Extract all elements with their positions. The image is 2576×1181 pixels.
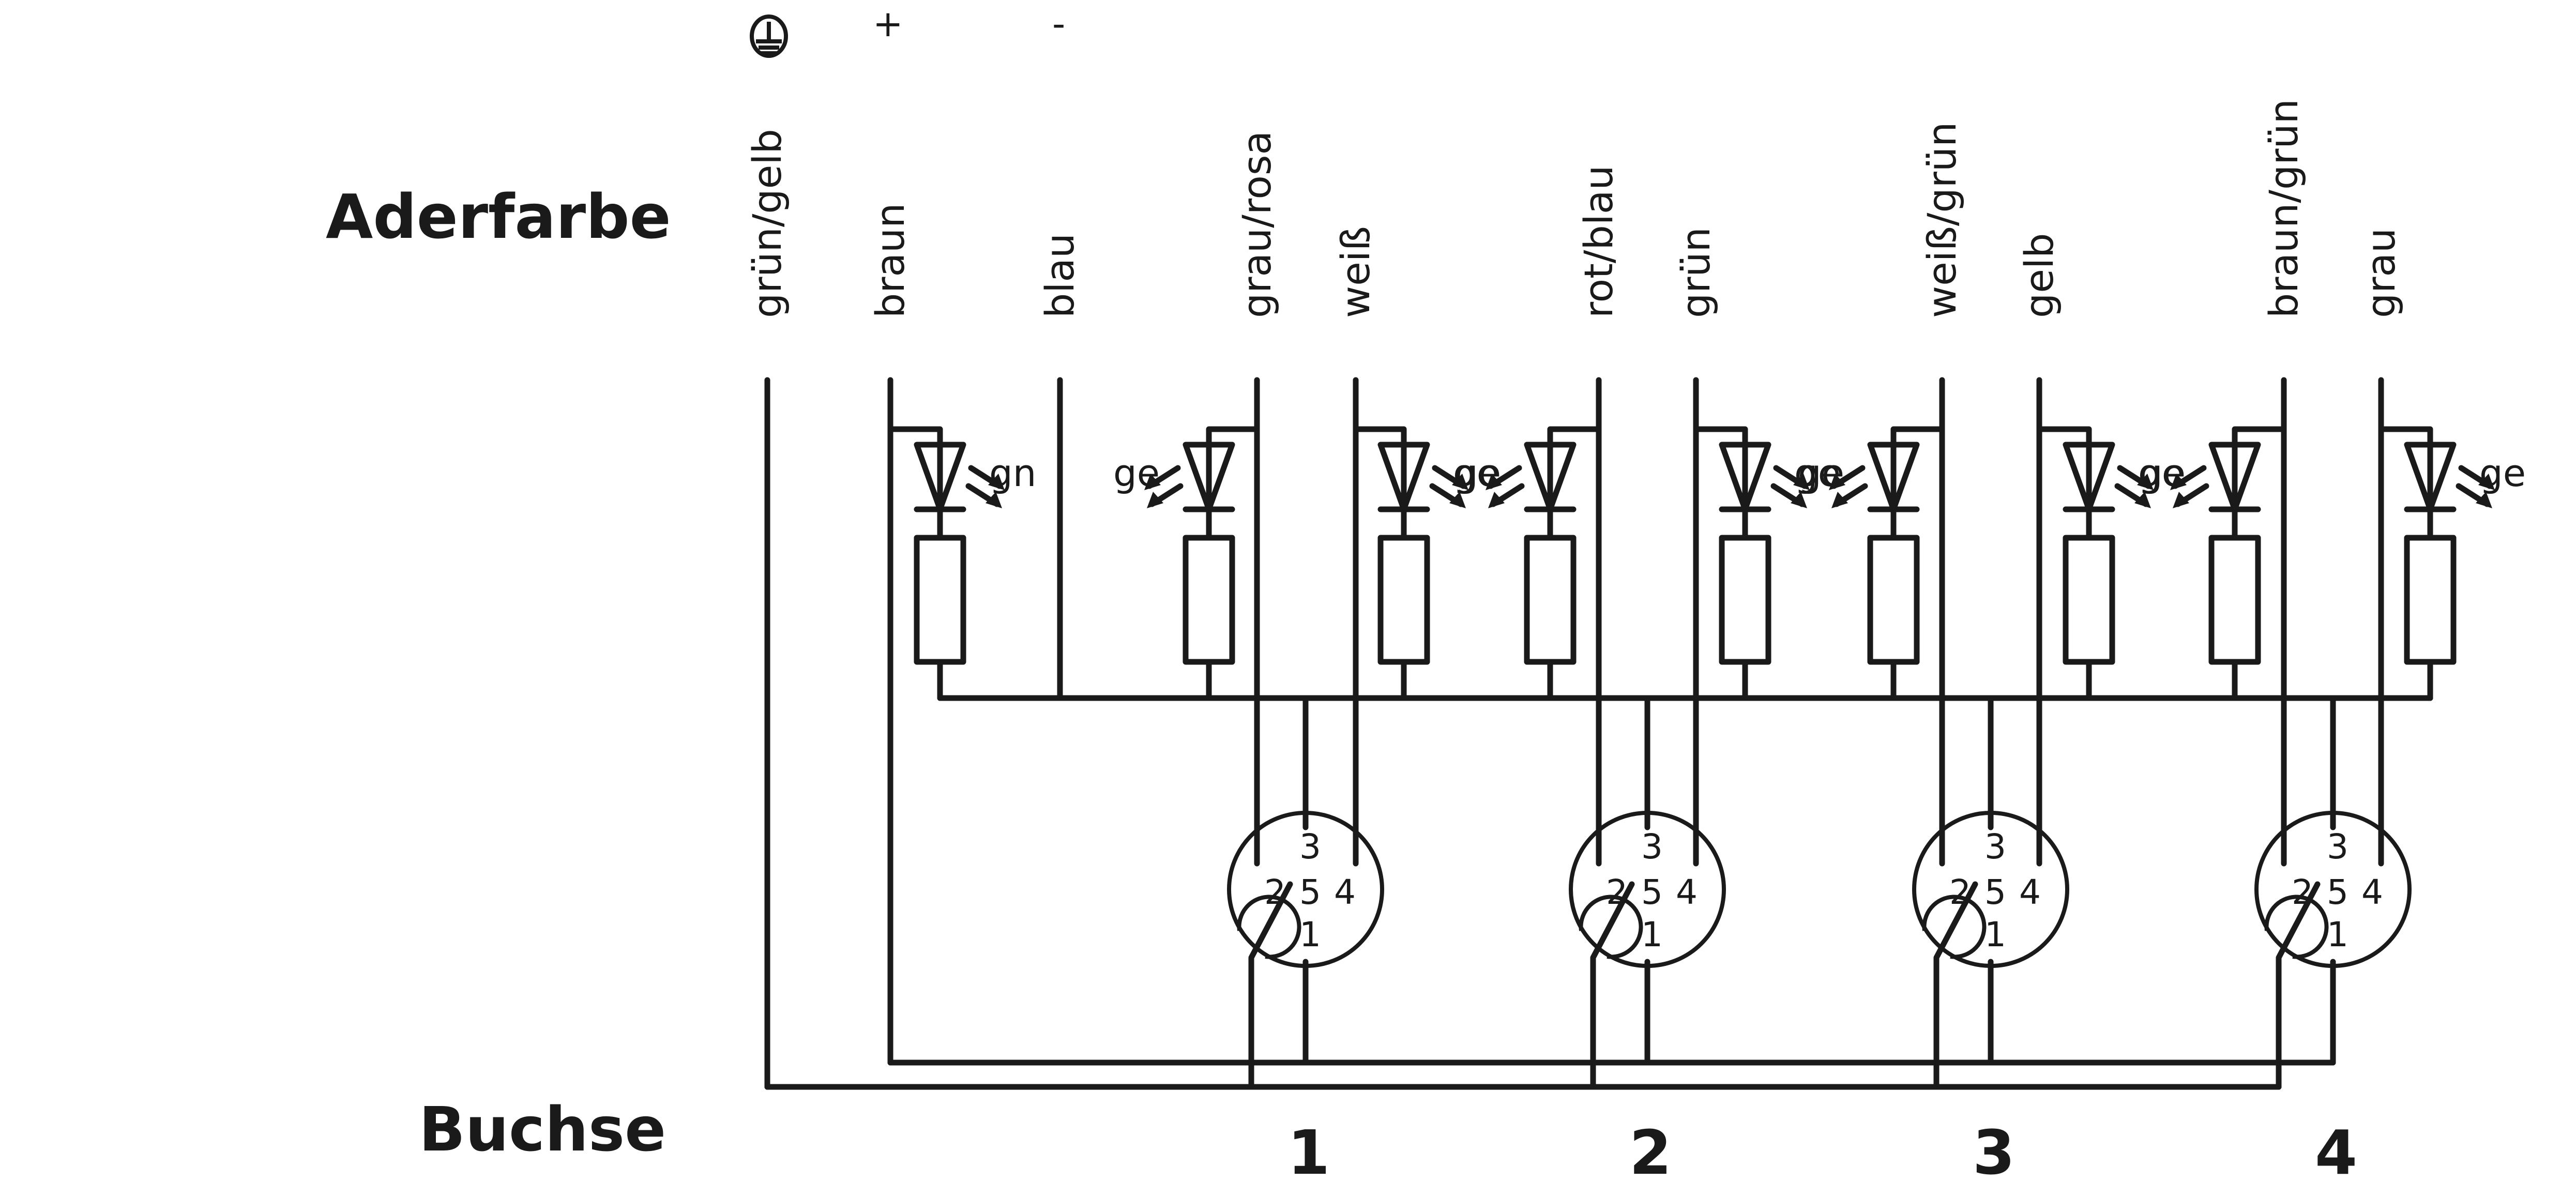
light-emission-icon: [965, 465, 1005, 508]
pin-number: 2: [1264, 872, 1286, 912]
pin-number: 5: [1299, 872, 1321, 912]
wire-label: grün/gelb: [744, 129, 790, 318]
resistor-icon: [2404, 535, 2457, 665]
wire-label: blau: [1037, 233, 1083, 318]
branch-wire: [2036, 426, 2092, 448]
light-emission-icon: [1429, 465, 1468, 508]
branch-wire: [887, 426, 943, 448]
wire-label: gelb: [2016, 233, 2062, 318]
light-emission-icon: [1486, 465, 1525, 508]
led-color-label: ge: [1798, 451, 1844, 495]
resistor-icon: [1719, 535, 1771, 665]
wire-label: grün: [1673, 227, 1719, 318]
pin-number: 2: [1949, 872, 1971, 912]
pin-number: 3: [1299, 827, 1321, 867]
resistor-icon: [1867, 535, 1920, 665]
branch-wire: [1693, 426, 1748, 448]
protective-earth-icon: [750, 14, 788, 58]
led-resistor-unit: ge: [2378, 426, 2526, 701]
led-color-label: ge: [1113, 451, 1160, 495]
pin-number: 4: [2019, 872, 2041, 912]
led-resistor-unit: ge: [2139, 426, 2287, 701]
pin-number: 2: [1606, 872, 1628, 912]
pin-number: 3: [1641, 827, 1663, 867]
pin-number: 3: [1984, 827, 2006, 867]
wire-label: weiß/grün: [1919, 122, 1965, 318]
branch-wire: [1890, 426, 1945, 448]
led-resistor-unit: ge: [2036, 426, 2185, 701]
socket-number: 4: [2315, 1117, 2357, 1181]
light-emission-icon: [1770, 465, 1810, 508]
plus-symbol: +: [873, 3, 903, 45]
pin-number: 2: [2292, 872, 2313, 912]
light-emission-icon: [1829, 465, 1868, 508]
branch-wire: [1206, 426, 1260, 448]
led-color-label: ge: [2139, 451, 2186, 495]
pin-number: 4: [2361, 872, 2383, 912]
light-emission-icon: [1144, 465, 1184, 508]
wire-label: braun/grün: [2261, 99, 2307, 318]
branch-wire: [2232, 426, 2287, 448]
led-color-label: gn: [989, 451, 1036, 495]
resistor-icon: [1183, 535, 1235, 665]
resistor-icon: [2208, 535, 2261, 665]
pin-number: 1: [2327, 915, 2348, 955]
resistor-icon: [1377, 535, 1430, 665]
led-resistor-unit: ge: [1693, 426, 1841, 701]
socket-number: 3: [1973, 1117, 2015, 1181]
led-color-label: ge: [2479, 451, 2526, 495]
resistor-icon: [2063, 535, 2115, 665]
wire-label: grau/rosa: [1234, 131, 1280, 318]
light-emission-icon: [2456, 465, 2495, 508]
wire-label: rot/blau: [1575, 165, 1622, 318]
led-resistor-unit: ge: [1353, 426, 1499, 701]
minus-symbol: -: [1052, 3, 1065, 45]
pin-number: 5: [1984, 872, 2006, 912]
light-emission-icon: [2170, 465, 2209, 508]
resistor-icon: [1524, 535, 1577, 665]
wire-label: grau: [2358, 228, 2404, 318]
pin-number: 5: [2327, 872, 2348, 912]
light-emission-icon: [2114, 465, 2154, 508]
led-resistor-unit: ge: [1454, 426, 1602, 701]
socket-number: 1: [1287, 1117, 1330, 1181]
branch-wire: [1353, 426, 1407, 448]
pin-number: 4: [1334, 872, 1356, 912]
wire-color-heading: Aderfarbe: [326, 181, 671, 252]
branch-wire: [2378, 426, 2433, 448]
socket-number: 2: [1629, 1117, 1672, 1181]
pin-number: 5: [1641, 872, 1663, 912]
pin-number: 1: [1299, 915, 1321, 955]
pin-number: 1: [1641, 915, 1663, 955]
resistor-icon: [914, 535, 966, 665]
led-color-label: ge: [1454, 451, 1501, 495]
pin-number: 4: [1676, 872, 1698, 912]
led-resistor-unit: ge: [1798, 426, 1945, 701]
pin-number: 1: [1984, 915, 2006, 955]
led-resistor-unit: gn: [887, 426, 1036, 701]
led-resistor-unit: ge: [1113, 426, 1260, 701]
socket-heading: Buchse: [419, 1094, 666, 1165]
wire-label: weiß: [1332, 226, 1378, 318]
pin-number: 3: [2327, 827, 2348, 867]
wire-label: braun: [867, 203, 913, 318]
branch-wire: [1547, 426, 1602, 448]
